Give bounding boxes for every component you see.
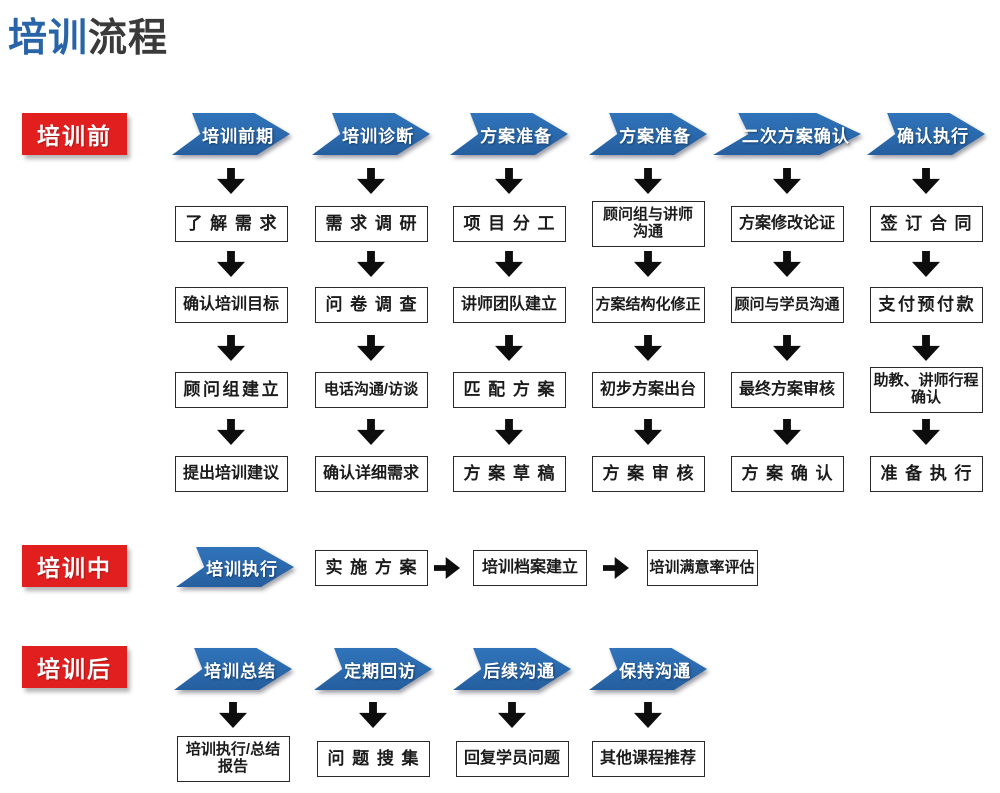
step-box: 需求调研 — [314, 206, 428, 242]
step-box: 初步方案出台 — [591, 372, 705, 408]
stage-label: 培训前期 — [202, 126, 275, 146]
step-box: 培训执行/总结 报告 — [176, 736, 290, 782]
stage-chevron: 培训总结 — [174, 648, 292, 690]
step-box: 确认详细需求 — [314, 456, 428, 492]
down-arrow-icon — [217, 419, 245, 445]
down-arrow-icon — [357, 419, 385, 445]
down-arrow-icon — [498, 702, 526, 728]
stage-label: 方案准备 — [619, 126, 692, 146]
down-arrow-icon — [912, 168, 940, 194]
step-box: 方案确认 — [730, 456, 844, 492]
step-box: 讲师团队建立 — [452, 287, 566, 323]
right-arrow-icon — [434, 557, 460, 579]
step-box: 项目分工 — [452, 206, 566, 242]
down-arrow-icon — [217, 335, 245, 361]
step-box: 匹配方案 — [452, 372, 566, 408]
down-arrow-icon — [357, 168, 385, 194]
section-label-during-training: 培训中 — [22, 545, 127, 587]
stage-label: 方案准备 — [480, 126, 553, 146]
down-arrow-icon — [357, 335, 385, 361]
step-box: 最终方案审核 — [730, 372, 844, 408]
down-arrow-icon — [634, 702, 662, 728]
down-arrow-icon — [912, 335, 940, 361]
page-title-part-2: 流程 — [88, 17, 169, 60]
right-arrow-icon — [603, 557, 629, 579]
step-box: 培训档案建立 — [473, 550, 587, 586]
stage-label: 培训执行 — [206, 559, 279, 579]
step-box: 支付预付款 — [869, 287, 983, 323]
stage-chevron: 二次方案确认 — [713, 113, 861, 155]
step-box: 助教、讲师行程 确认 — [869, 367, 983, 413]
section-label-before-training: 培训前 — [22, 113, 127, 155]
step-box: 准备执行 — [869, 456, 983, 492]
step-box: 培训满意率评估 — [646, 550, 758, 586]
step-box: 实施方案 — [314, 550, 428, 586]
step-box: 其他课程推荐 — [591, 741, 705, 777]
down-arrow-icon — [634, 419, 662, 445]
down-arrow-icon — [634, 251, 662, 277]
down-arrow-icon — [912, 419, 940, 445]
down-arrow-icon — [495, 251, 523, 277]
stage-label: 保持沟通 — [619, 661, 692, 681]
down-arrow-icon — [359, 702, 387, 728]
down-arrow-icon — [495, 168, 523, 194]
step-box: 顾问组建立 — [174, 372, 288, 408]
step-box: 问题搜集 — [316, 741, 430, 777]
stage-chevron: 培训诊断 — [312, 113, 430, 155]
stage-chevron: 方案准备 — [589, 113, 707, 155]
stage-label: 定期回访 — [344, 661, 417, 681]
step-box: 方案修改论证 — [730, 206, 844, 242]
step-box: 问卷调查 — [314, 287, 428, 323]
stage-chevron: 培训前期 — [172, 113, 290, 155]
down-arrow-icon — [357, 251, 385, 277]
page-title: 培训流程 — [8, 17, 169, 61]
stage-chevron: 保持沟通 — [589, 648, 707, 690]
down-arrow-icon — [773, 168, 801, 194]
step-box: 确认培训目标 — [174, 287, 288, 323]
down-arrow-icon — [495, 419, 523, 445]
down-arrow-icon — [773, 419, 801, 445]
step-box: 顾问与学员沟通 — [730, 287, 844, 323]
section-label-after-training: 培训后 — [22, 646, 127, 688]
stage-chevron: 方案准备 — [450, 113, 568, 155]
stage-label: 二次方案确认 — [741, 126, 850, 146]
stage-label: 后续沟通 — [483, 661, 556, 681]
step-box: 方案审核 — [591, 456, 705, 492]
down-arrow-icon — [495, 335, 523, 361]
stage-label: 确认执行 — [897, 126, 970, 146]
down-arrow-icon — [634, 335, 662, 361]
down-arrow-icon — [912, 251, 940, 277]
down-arrow-icon — [773, 251, 801, 277]
down-arrow-icon — [634, 168, 662, 194]
step-box: 了解需求 — [174, 206, 288, 242]
stage-label: 培训总结 — [204, 661, 277, 681]
step-box: 方案结构化修正 — [591, 287, 705, 323]
stage-chevron: 定期回访 — [314, 648, 432, 690]
down-arrow-icon — [217, 251, 245, 277]
step-box: 方案草稿 — [452, 456, 566, 492]
step-box: 顾问组与讲师 沟通 — [591, 201, 705, 247]
down-arrow-icon — [773, 335, 801, 361]
stage-chevron: 确认执行 — [867, 113, 985, 155]
step-box: 回复学员问题 — [455, 741, 569, 777]
step-box: 提出培训建议 — [174, 456, 288, 492]
down-arrow-icon — [217, 168, 245, 194]
stage-label: 培训诊断 — [342, 126, 415, 146]
down-arrow-icon — [219, 702, 247, 728]
step-box: 电话沟通/访谈 — [314, 372, 428, 408]
stage-chevron: 后续沟通 — [453, 648, 571, 690]
stage-chevron: 培训执行 — [176, 547, 294, 587]
step-box: 签订合同 — [869, 206, 983, 242]
page-title-part-1: 培训 — [8, 17, 89, 60]
